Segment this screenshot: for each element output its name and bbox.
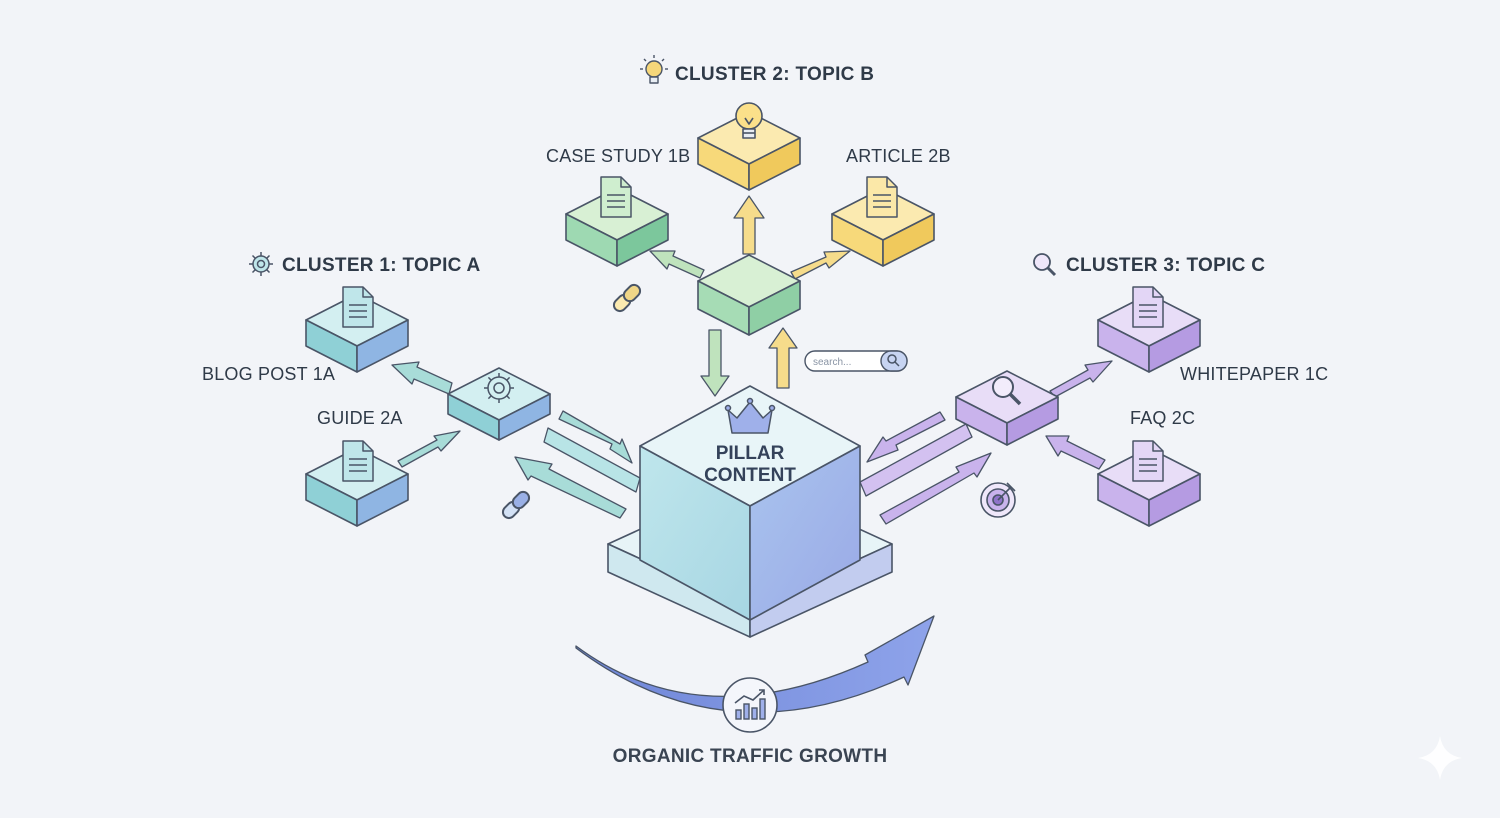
arrow-hub2-to-pillar bbox=[700, 329, 730, 397]
document-icon bbox=[866, 176, 898, 218]
label-article-2b: ARTICLE 2B bbox=[846, 146, 951, 166]
search-bar[interactable]: search... bbox=[804, 350, 908, 372]
label-whitepaper-1c: WHITEPAPER 1C bbox=[1180, 364, 1328, 384]
chain-link-icon bbox=[501, 490, 531, 520]
arrow-hub1-to-pillar bbox=[558, 410, 633, 464]
flow-arrows bbox=[391, 195, 1113, 525]
label-blog-post-1a: BLOG POST 1A bbox=[202, 364, 335, 384]
arrow-guide-to-hub1 bbox=[397, 430, 461, 468]
arrow-hub1-to-blog-post bbox=[391, 361, 453, 395]
gear-icon bbox=[484, 373, 514, 403]
lightbulb-icon bbox=[735, 102, 763, 139]
cluster-3-magnifier-icon bbox=[1033, 253, 1057, 277]
sparkle-icon bbox=[1418, 736, 1462, 780]
arrow-pillar-to-hub1 bbox=[514, 456, 627, 519]
search-input[interactable]: search... bbox=[813, 357, 851, 368]
cluster-2-header: CLUSTER 2: TOPIC B bbox=[675, 64, 874, 85]
label-case-study-1b: CASE STUDY 1B bbox=[546, 146, 690, 166]
growth-arc-arrow bbox=[575, 615, 935, 713]
arrow-hub2-to-article bbox=[790, 250, 851, 280]
arrow-hub2-to-lightbulb bbox=[733, 195, 765, 255]
growth-chart-icon bbox=[722, 677, 778, 733]
crown-icon bbox=[724, 397, 776, 434]
cluster-1-gear-icon bbox=[249, 252, 273, 276]
cluster-2-hub bbox=[697, 254, 801, 336]
arrow-link-hub3-pillar bbox=[859, 423, 973, 497]
arrow-link-hub1-pillar bbox=[543, 427, 641, 493]
target-icon bbox=[980, 482, 1016, 518]
pillar-content-cube bbox=[639, 385, 861, 621]
label-faq-2c: FAQ 2C bbox=[1130, 408, 1195, 428]
pillar-label-line1: PILLAR bbox=[716, 443, 785, 464]
cluster-1-hub bbox=[447, 367, 551, 441]
document-icon bbox=[1132, 286, 1164, 328]
arrow-pillar-to-hub3 bbox=[879, 452, 992, 525]
arrow-hub2-to-case-study bbox=[649, 250, 705, 279]
label-guide-2a: GUIDE 2A bbox=[317, 408, 403, 428]
cluster-2-lightbulb-icon bbox=[640, 55, 668, 84]
pillar-side-face bbox=[749, 445, 861, 621]
arrow-hub3-to-whitepaper bbox=[1049, 360, 1113, 398]
footer-label: ORGANIC TRAFFIC GROWTH bbox=[613, 746, 888, 767]
pillar-label-line2: CONTENT bbox=[704, 465, 796, 486]
magnifier-icon bbox=[992, 376, 1022, 406]
cluster-3-header: CLUSTER 3: TOPIC C bbox=[1066, 255, 1265, 276]
arrow-pillar-to-hub2 bbox=[768, 327, 798, 389]
document-icon bbox=[600, 176, 632, 218]
arrow-hub3-to-pillar bbox=[866, 411, 946, 463]
document-icon bbox=[1132, 440, 1164, 482]
cluster-1-header: CLUSTER 1: TOPIC A bbox=[282, 255, 481, 276]
arrow-faq-to-hub3 bbox=[1045, 435, 1106, 470]
document-icon bbox=[342, 440, 374, 482]
chain-link-icon bbox=[612, 283, 642, 313]
document-icon bbox=[342, 286, 374, 328]
search-icon[interactable] bbox=[887, 354, 900, 367]
